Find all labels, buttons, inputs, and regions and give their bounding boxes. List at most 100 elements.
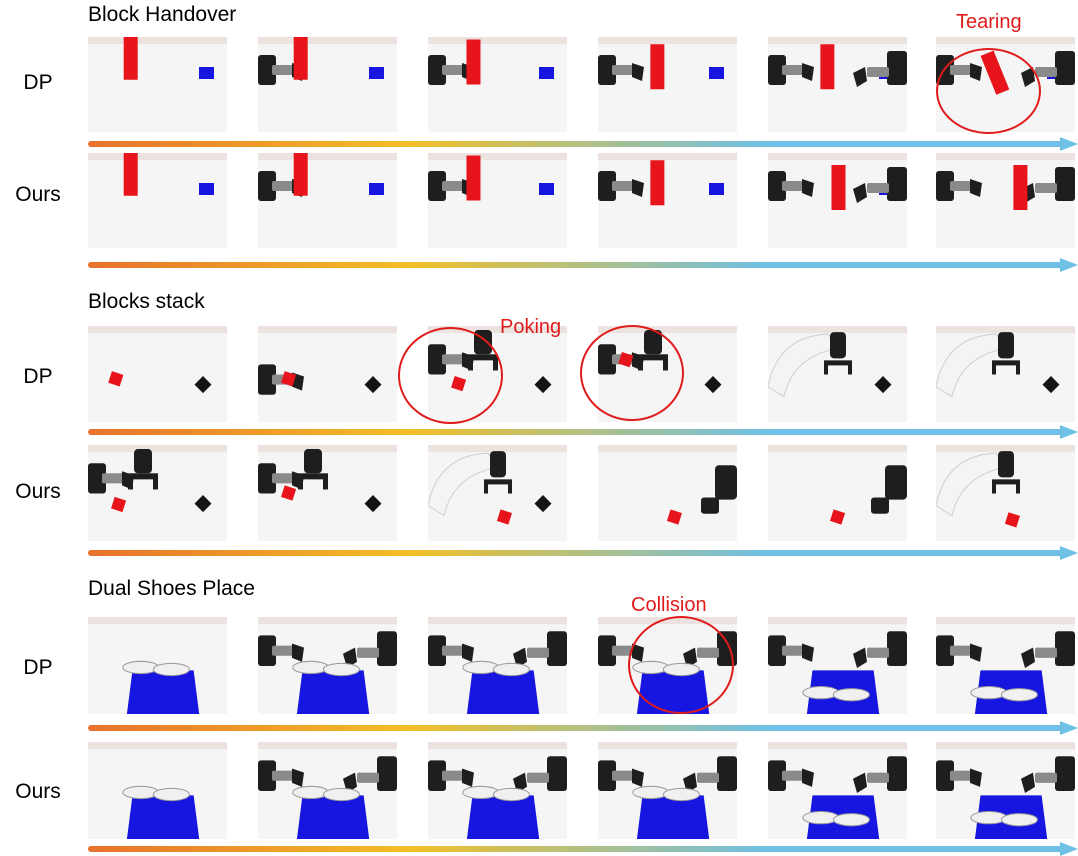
red-block (123, 37, 138, 80)
black-cube (704, 376, 722, 394)
robot-arm-icon (936, 451, 1020, 517)
robot-arm-icon (768, 760, 814, 792)
red-block (466, 155, 481, 201)
robot-arm-icon (768, 635, 814, 667)
timeline-arrow-icon (88, 425, 1078, 439)
red-cube (1004, 512, 1021, 528)
robot-arm-icon (936, 635, 982, 667)
shoes-icon (970, 686, 1038, 702)
frame-thumbnail (428, 37, 567, 132)
blue-target-square (709, 67, 724, 79)
frame-thumbnail (598, 445, 737, 541)
frame-thumbnail (428, 445, 567, 541)
robot-arm-icon (853, 756, 907, 794)
row-label-ours: Ours (15, 183, 61, 206)
frame-thumbnail (936, 445, 1075, 541)
red-cube (829, 509, 846, 525)
shoes-icon (802, 686, 870, 702)
row-label-ours: Ours (15, 480, 61, 503)
red-cube (666, 509, 683, 525)
timeline-arrow-icon (88, 546, 1078, 560)
black-cube (874, 376, 892, 394)
blue-mat (296, 670, 370, 714)
frame-thumbnail (936, 617, 1075, 714)
red-block (650, 44, 665, 90)
frame-thumbnail (428, 742, 567, 839)
red-circle-icon (398, 327, 503, 424)
frame-thumbnail (768, 445, 907, 541)
row-label-ours: Ours (15, 780, 61, 803)
frame-thumbnail (88, 153, 227, 248)
section-title-blocks-stack: Blocks stack (88, 290, 205, 313)
robot-arm-icon (598, 55, 644, 85)
frame-thumbnail (258, 326, 397, 422)
frame-thumbnail (936, 326, 1075, 422)
blue-target-square (539, 183, 554, 195)
black-cube (534, 376, 552, 394)
timeline-arrow-icon (88, 721, 1078, 735)
robot-arm-icon (513, 631, 567, 669)
robot-arm-icon (513, 756, 567, 794)
frame-strip (88, 37, 1078, 132)
frame-thumbnail (258, 37, 397, 132)
robot-arm-icon (428, 451, 512, 517)
frame-thumbnail (768, 617, 907, 714)
shoes-icon (632, 785, 700, 802)
robot-arm-icon (258, 635, 304, 667)
red-block (820, 44, 835, 90)
timeline-arrow-icon (88, 137, 1078, 151)
frame-strip (88, 445, 1078, 541)
blue-target-square (199, 67, 214, 79)
red-cube (496, 509, 513, 525)
frame-thumbnail (88, 37, 227, 132)
robot-arm-icon (936, 171, 982, 201)
red-block (293, 37, 308, 80)
robot-arm-icon (598, 760, 644, 792)
annotation-poking: Poking (500, 316, 562, 338)
robot-arm-icon (768, 55, 814, 85)
section-title-block-handover: Block Handover (88, 3, 237, 26)
blue-mat (296, 795, 370, 839)
blue-mat (126, 670, 200, 714)
black-cube (534, 495, 552, 513)
gripper-icon (298, 449, 328, 490)
frame-thumbnail (598, 153, 737, 248)
red-block (123, 153, 138, 196)
robot-arm-icon (768, 171, 814, 201)
annotation-tearing: Tearing (956, 11, 1022, 33)
frame-thumbnail (258, 617, 397, 714)
robot-arm-icon (683, 756, 737, 794)
robot-arm-icon (853, 51, 907, 87)
shoes-icon (122, 785, 190, 802)
shoes-icon (462, 785, 530, 802)
red-block (831, 165, 846, 210)
annotation-collision: Collision (631, 594, 707, 616)
robot-arm-icon (598, 171, 644, 201)
gripper-icon (128, 449, 158, 490)
shoes-icon (462, 660, 530, 677)
row-label-dp: DP (23, 71, 53, 94)
frame-thumbnail (258, 445, 397, 541)
robot-arm-icon (428, 635, 474, 667)
blue-mat (636, 795, 710, 839)
robot-arm-icon (343, 756, 397, 794)
timeline-arrow-icon (88, 842, 1078, 856)
robot-arm-icon (936, 760, 982, 792)
red-block (293, 153, 308, 196)
frame-thumbnail (768, 37, 907, 132)
robot-arm-icon (853, 167, 907, 203)
frame-thumbnail (936, 742, 1075, 839)
frame-thumbnail (258, 153, 397, 248)
frame-thumbnail (428, 153, 567, 248)
frame-strip (88, 617, 1078, 714)
shoes-icon (292, 785, 360, 802)
frame-strip (88, 742, 1078, 839)
red-circle-icon (936, 48, 1041, 134)
blue-mat (466, 670, 540, 714)
red-block (650, 160, 665, 206)
row-label-dp: DP (23, 656, 53, 679)
blue-target-square (369, 67, 384, 79)
frame-thumbnail (768, 326, 907, 422)
shoes-icon (122, 660, 190, 677)
blue-target-square (369, 183, 384, 195)
